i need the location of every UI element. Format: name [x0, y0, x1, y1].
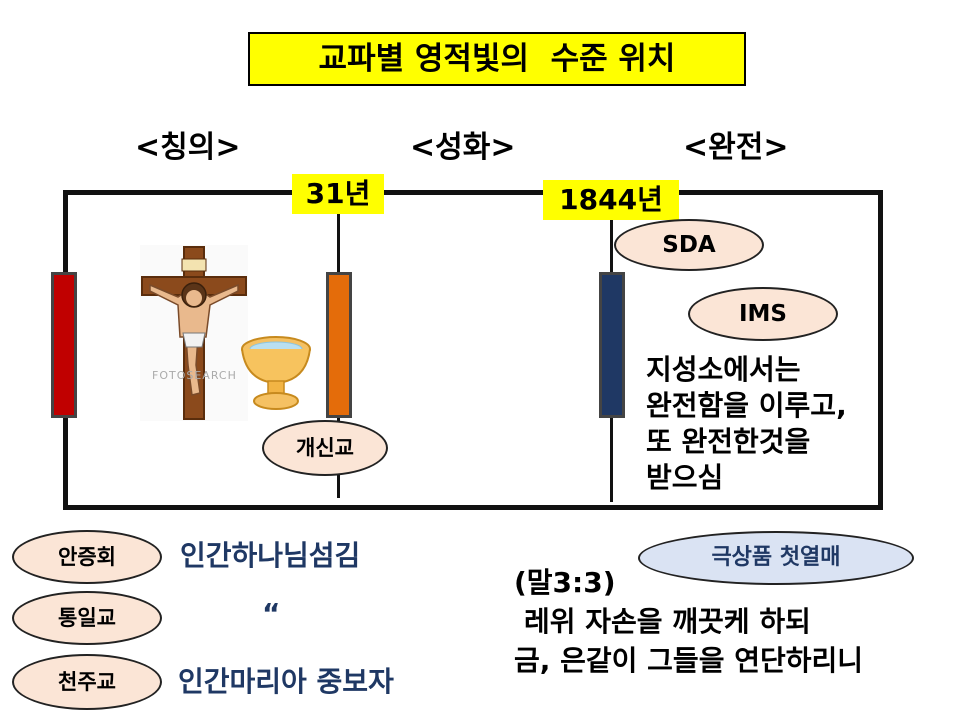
sanctuary-line-4: 받으심	[646, 461, 724, 494]
sanctuary-line-1: 지성소에서는	[646, 353, 801, 386]
protestant-oval: 개신교	[262, 420, 388, 476]
basin-icon	[241, 336, 311, 410]
page-title: 교파별 영적빛의 수준 위치	[248, 32, 746, 86]
section-label-sanctification: <성화>	[410, 130, 516, 165]
basin-image	[238, 333, 314, 413]
catholic-oval: 천주교	[12, 654, 162, 710]
sanctuary-line-2: 완전함을 이루고,	[646, 389, 847, 422]
year-label-1844: 1844년	[543, 180, 679, 220]
ahnsahnghong-oval: 안증회	[12, 530, 162, 584]
perfection-bar	[599, 272, 625, 418]
scripture-line-1: 레위 자손을 깨끗케 하되	[524, 605, 811, 638]
sda-oval: SDA	[614, 219, 764, 271]
watermark-text: FOTOSEARCH	[152, 369, 237, 382]
crucifix-image: FOTOSEARCH	[140, 245, 248, 421]
scripture-reference: (말3:3)	[514, 566, 616, 599]
firstfruits-oval: 극상품 첫열매	[638, 531, 914, 585]
unification-oval: 통일교	[12, 591, 162, 645]
year-label-31: 31년	[292, 174, 384, 214]
sanctuary-line-3: 또 완전한것을	[646, 425, 811, 458]
section-label-perfection: <완전>	[683, 130, 789, 165]
ahnsahnghong-description: 인간하나님섬김	[180, 539, 361, 572]
catholic-description: 인간마리아 중보자	[178, 665, 394, 698]
justification-bar	[51, 272, 77, 418]
section-label-justification: <칭의>	[135, 130, 241, 165]
sanctuary-text: 지성소에서는 완전함을 이루고, 또 완전한것을 받으심	[646, 352, 847, 496]
ims-oval: IMS	[688, 287, 838, 341]
scripture-line-2: 금, 은같이 그들을 연단하리니	[514, 644, 864, 677]
crucifix-icon	[141, 246, 247, 420]
sanctification-bar	[326, 272, 352, 418]
unification-description: “	[262, 597, 281, 630]
